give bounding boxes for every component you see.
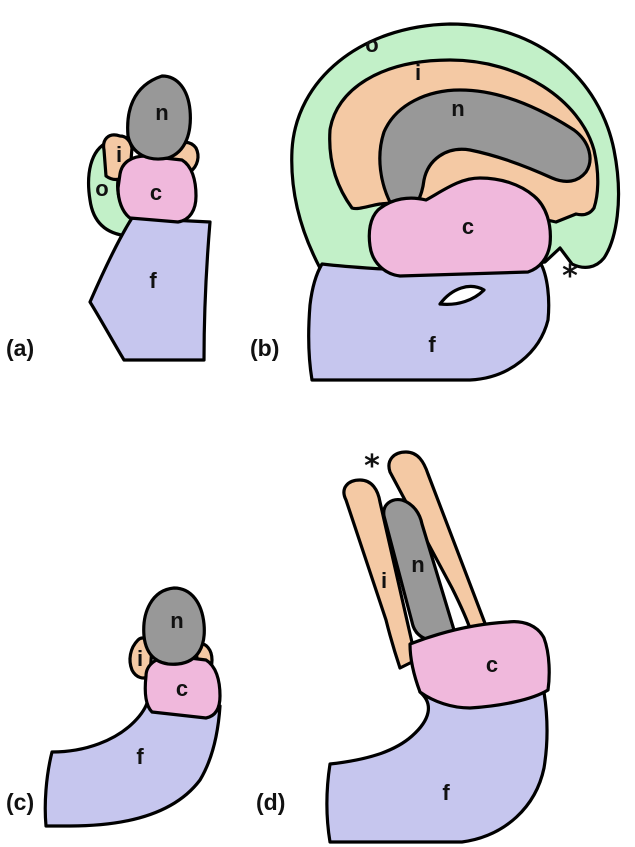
panel-b-label-n: n	[451, 96, 464, 121]
panel-d-label-i: i	[381, 568, 387, 593]
panel-a-label-c: c	[150, 180, 162, 205]
panel-c: n i c f (c)	[6, 588, 220, 826]
panel-b-region-f	[309, 262, 549, 380]
panel-c-label-f: f	[136, 744, 144, 769]
panel-b-marker: *	[562, 259, 578, 294]
panel-d-caption: (d)	[256, 789, 285, 815]
panel-a-label-f: f	[149, 268, 157, 293]
panel-d: n i c f * (d)	[256, 449, 549, 842]
panel-c-label-c: c	[176, 676, 188, 701]
panel-c-label-n: n	[170, 608, 183, 633]
panel-c-region-f	[45, 700, 220, 826]
panel-b-label-f: f	[428, 332, 436, 357]
panel-a-label-n: n	[155, 100, 168, 125]
panel-b-label-i: i	[415, 60, 421, 85]
panel-a: n i o c f (a)	[6, 76, 210, 361]
panel-b-label-c: c	[462, 214, 474, 239]
panel-a-label-o: o	[95, 176, 108, 201]
panel-d-region-f	[327, 692, 547, 842]
panel-a-label-i: i	[116, 142, 122, 167]
panel-d-label-n: n	[411, 552, 424, 577]
panel-c-label-i: i	[137, 646, 143, 671]
panel-d-label-f: f	[442, 780, 450, 805]
panel-d-label-c: c	[486, 652, 498, 677]
panel-b-caption: (b)	[250, 335, 279, 361]
panel-b: o i n c f * (b)	[250, 24, 619, 380]
panel-b-label-o: o	[365, 32, 378, 57]
panel-d-marker: *	[364, 449, 380, 484]
panel-c-caption: (c)	[6, 789, 34, 815]
panel-a-caption: (a)	[6, 335, 34, 361]
